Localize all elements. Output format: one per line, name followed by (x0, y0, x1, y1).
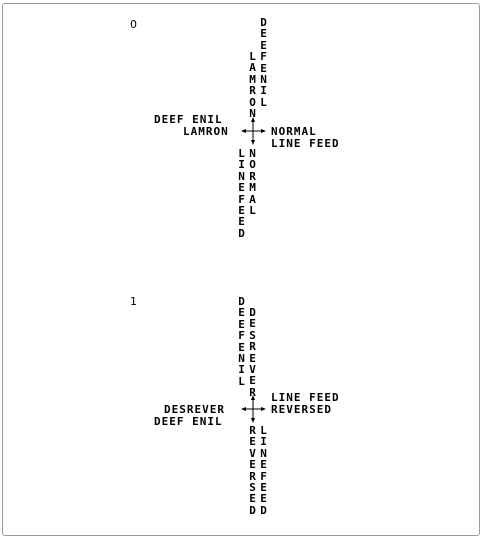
down-left-text: REVERSED (249, 424, 256, 517)
left-bottom-text: LAMRON (183, 125, 229, 138)
right-top-text: LINE FEED (271, 391, 340, 404)
up-inner-text: LAMRON (249, 50, 256, 121)
down-left-text: LINE FEED (238, 147, 245, 240)
right-bottom-text: REVERSED (271, 403, 332, 416)
up-right-text: DESREVER (249, 306, 256, 399)
right-bottom-text: LINE FEED (271, 137, 340, 150)
up-outer-text: DEEF ENIL (260, 16, 267, 109)
down-right-text: NORMAL (249, 147, 256, 218)
diagram-index: 0 (130, 18, 137, 31)
up-left-text: DEEF ENIL (238, 295, 245, 388)
diagram-index: 1 (130, 295, 137, 308)
direction-cross-icon (241, 395, 266, 423)
down-right-text: LINE FEED (260, 424, 267, 517)
left-top-text: DESREVER (164, 403, 225, 416)
right-top-text: NORMAL (271, 125, 317, 138)
direction-cross-icon (241, 117, 266, 145)
figure-frame (2, 3, 480, 536)
left-bottom-text: DEEF ENIL (154, 415, 223, 428)
left-top-text: DEEF ENIL (154, 113, 223, 126)
